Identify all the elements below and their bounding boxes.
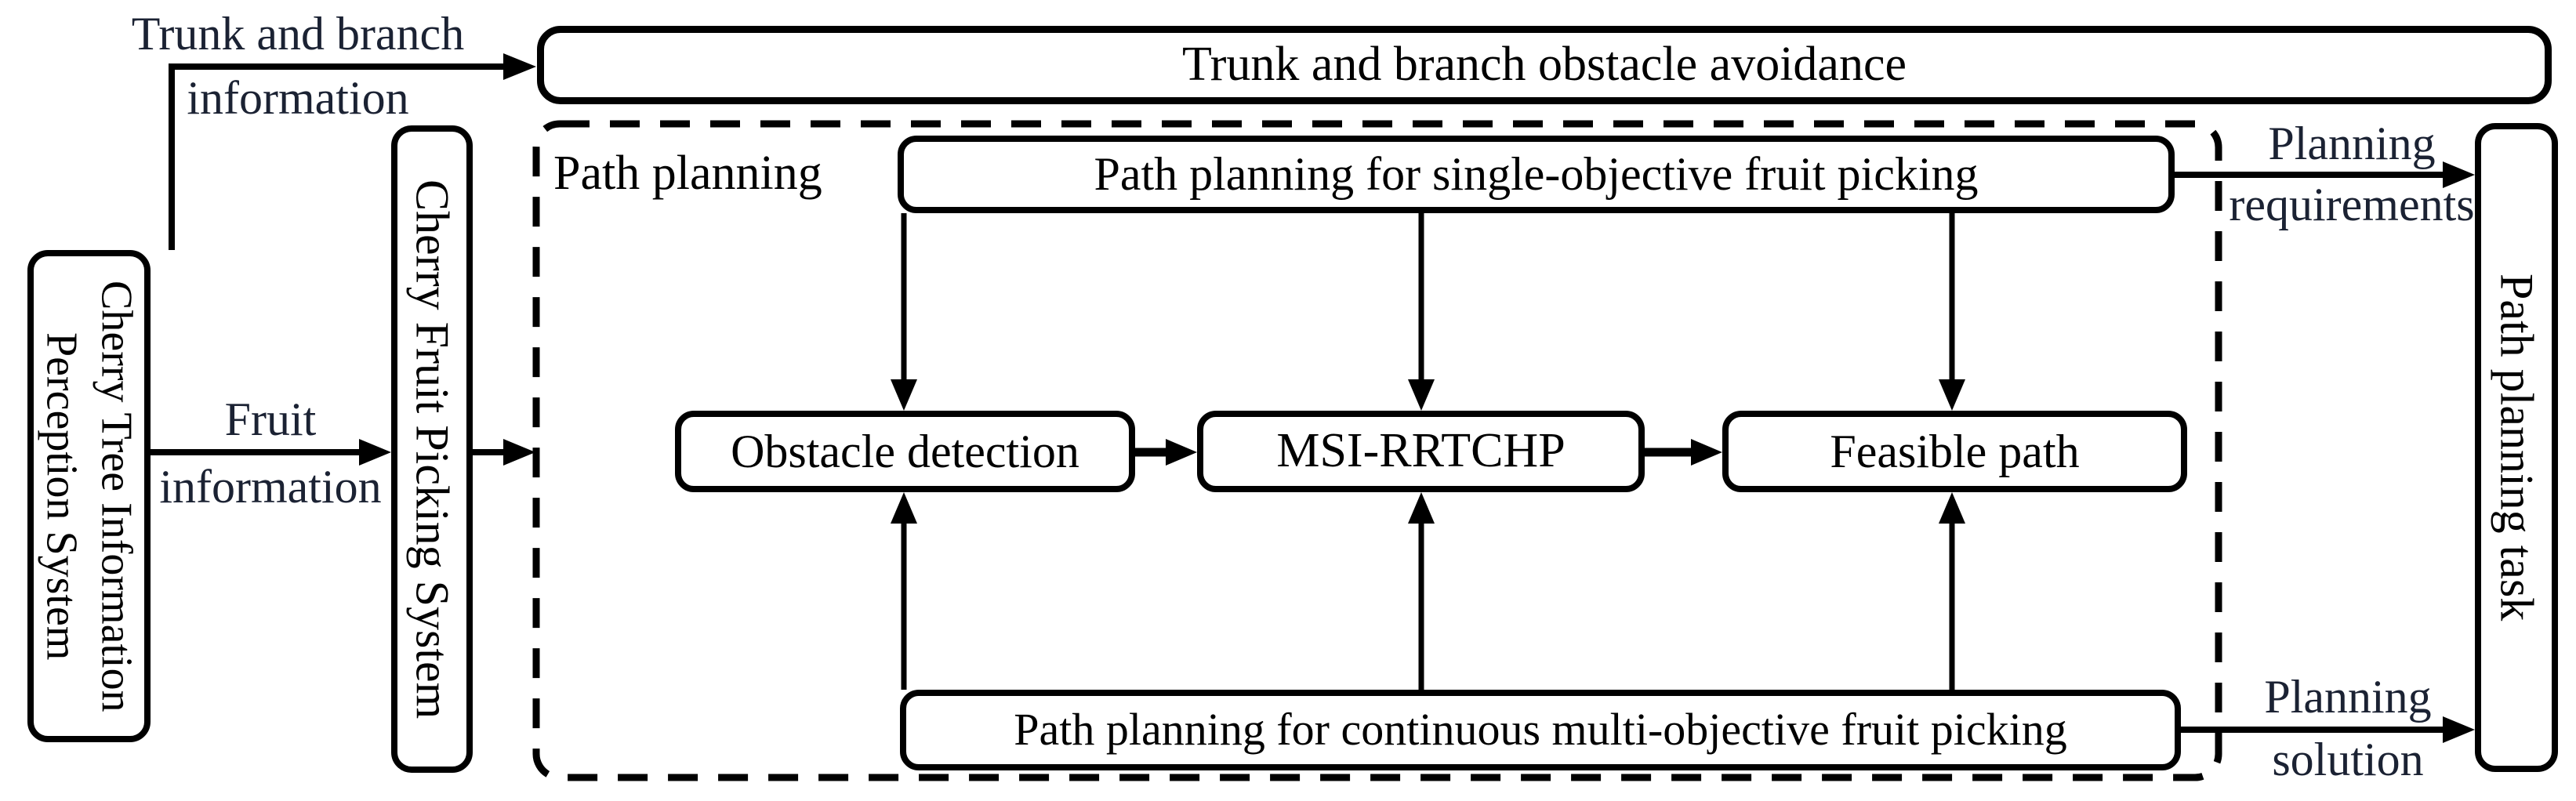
arrow-planning-solution-head [2443,716,2475,743]
arrow-single-to-msi-head [1408,379,1435,411]
box-obstacle-detection-label: Obstacle detection [731,425,1079,477]
arrow-fruit-info-head [359,439,391,466]
box-msi-rrtchp-label: MSI-RRTCHP [1276,424,1566,478]
label-trunk-branch-info-line1: Trunk and branch [131,8,465,60]
box-path-planning-task: Path planning task [2475,123,2558,772]
arrow-single-to-feasible-head [1939,379,1965,411]
arrow-planning-requirements-head [2443,161,2475,188]
arrow-trunk-branch-head [503,53,536,80]
box-feasible-path-label: Feasible path [1830,425,2080,477]
label-planning-requirements-line1: Planning [2268,118,2436,169]
arrow-multi-to-msi-head [1408,492,1435,524]
box-obstacle-detection: Obstacle detection [675,411,1135,492]
box-single-objective-path-planning: Path planning for single-objective fruit… [898,136,2175,213]
arrow-obstacle-to-msi-head [1166,439,1197,466]
box-feasible-path: Feasible path [1722,411,2187,492]
arrow-msi-to-feasible-head [1691,439,1722,466]
label-trunk-branch-info-line2: information [187,72,409,124]
label-planning-solution-line2: solution [2272,734,2424,785]
arrow-multi-to-feasible-head [1939,492,1965,524]
arrow-single-to-obstacle-head [891,379,917,411]
label-planning-solution-line1: Planning [2264,671,2432,723]
box-msi-rrtchp: MSI-RRTCHP [1197,411,1645,492]
box-cherry-fruit-picking-system-label: Cherry Fruit Picking System [406,179,459,719]
perception-line-2: Perception System [37,332,86,661]
box-trunk-branch-obstacle-avoidance-label: Trunk and branch obstacle avoidance [1182,38,1907,92]
box-cherry-fruit-picking-system: Cherry Fruit Picking System [391,125,473,773]
arrow-multi-to-obstacle-head [891,492,917,524]
label-fruit-info-line2: information [159,461,382,513]
box-multi-objective-path-planning: Path planning for continuous multi-objec… [900,690,2181,770]
label-fruit-info-line1: Fruit [224,393,317,445]
box-cherry-tree-perception-system-text: Cherry Tree Information Perception Syste… [34,281,144,712]
box-path-planning-task-label: Path planning task [2491,274,2543,622]
box-single-objective-label: Path planning for single-objective fruit… [1094,148,1979,200]
perception-line-1: Cherry Tree Information [92,280,141,712]
box-multi-objective-label: Path planning for continuous multi-objec… [1014,704,2067,756]
label-planning-requirements-line2: requirements [2229,179,2475,230]
arrow-picking-to-group-head [503,439,535,466]
path-planning-group-title: Path planning [553,147,822,200]
arrow-trunk-branch-line [169,63,503,250]
box-trunk-branch-obstacle-avoidance: Trunk and branch obstacle avoidance [537,26,2552,104]
box-cherry-tree-perception-system: Cherry Tree Information Perception Syste… [27,250,151,742]
path-planning-group-border [532,120,2222,781]
